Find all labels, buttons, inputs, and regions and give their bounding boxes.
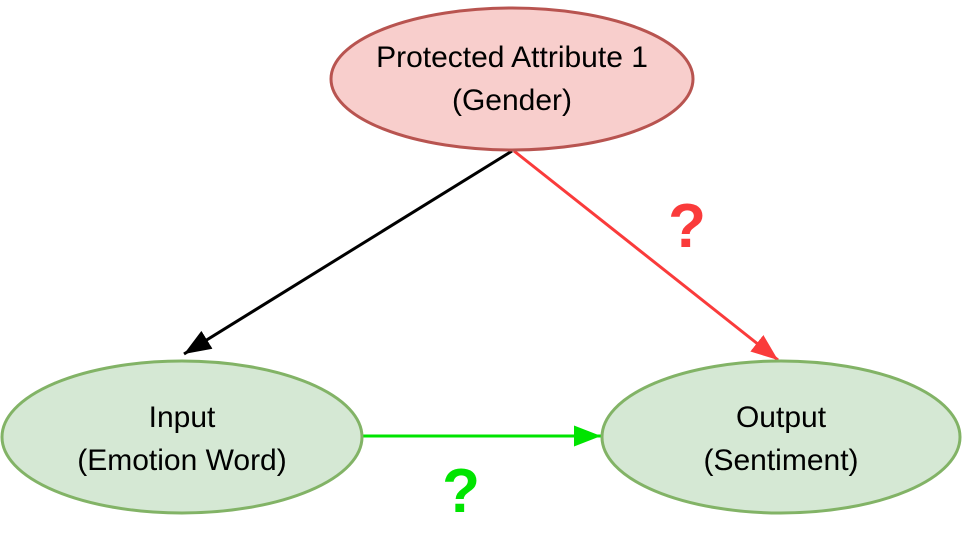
edge-protected-to-output: [513, 149, 779, 362]
node-input: [0, 359, 364, 515]
edge-label-protected-to-output: ?: [668, 192, 706, 261]
node-output: [600, 359, 962, 515]
node-output-label-line2: (Sentiment): [703, 444, 858, 477]
node-output-label-line1: Output: [736, 401, 827, 434]
edge-label-input-to-output: ?: [442, 457, 480, 526]
node-input-label-line1: Input: [149, 401, 216, 434]
node-protected-attribute-1-label-line2: (Gender): [452, 84, 572, 117]
node-protected-attribute-1-label-line1: Protected Attribute 1: [376, 41, 648, 74]
edge-protected-to-input: [183, 149, 513, 356]
node-protected-attribute-1: [329, 6, 695, 152]
node-input-label-line2: (Emotion Word): [77, 444, 287, 477]
